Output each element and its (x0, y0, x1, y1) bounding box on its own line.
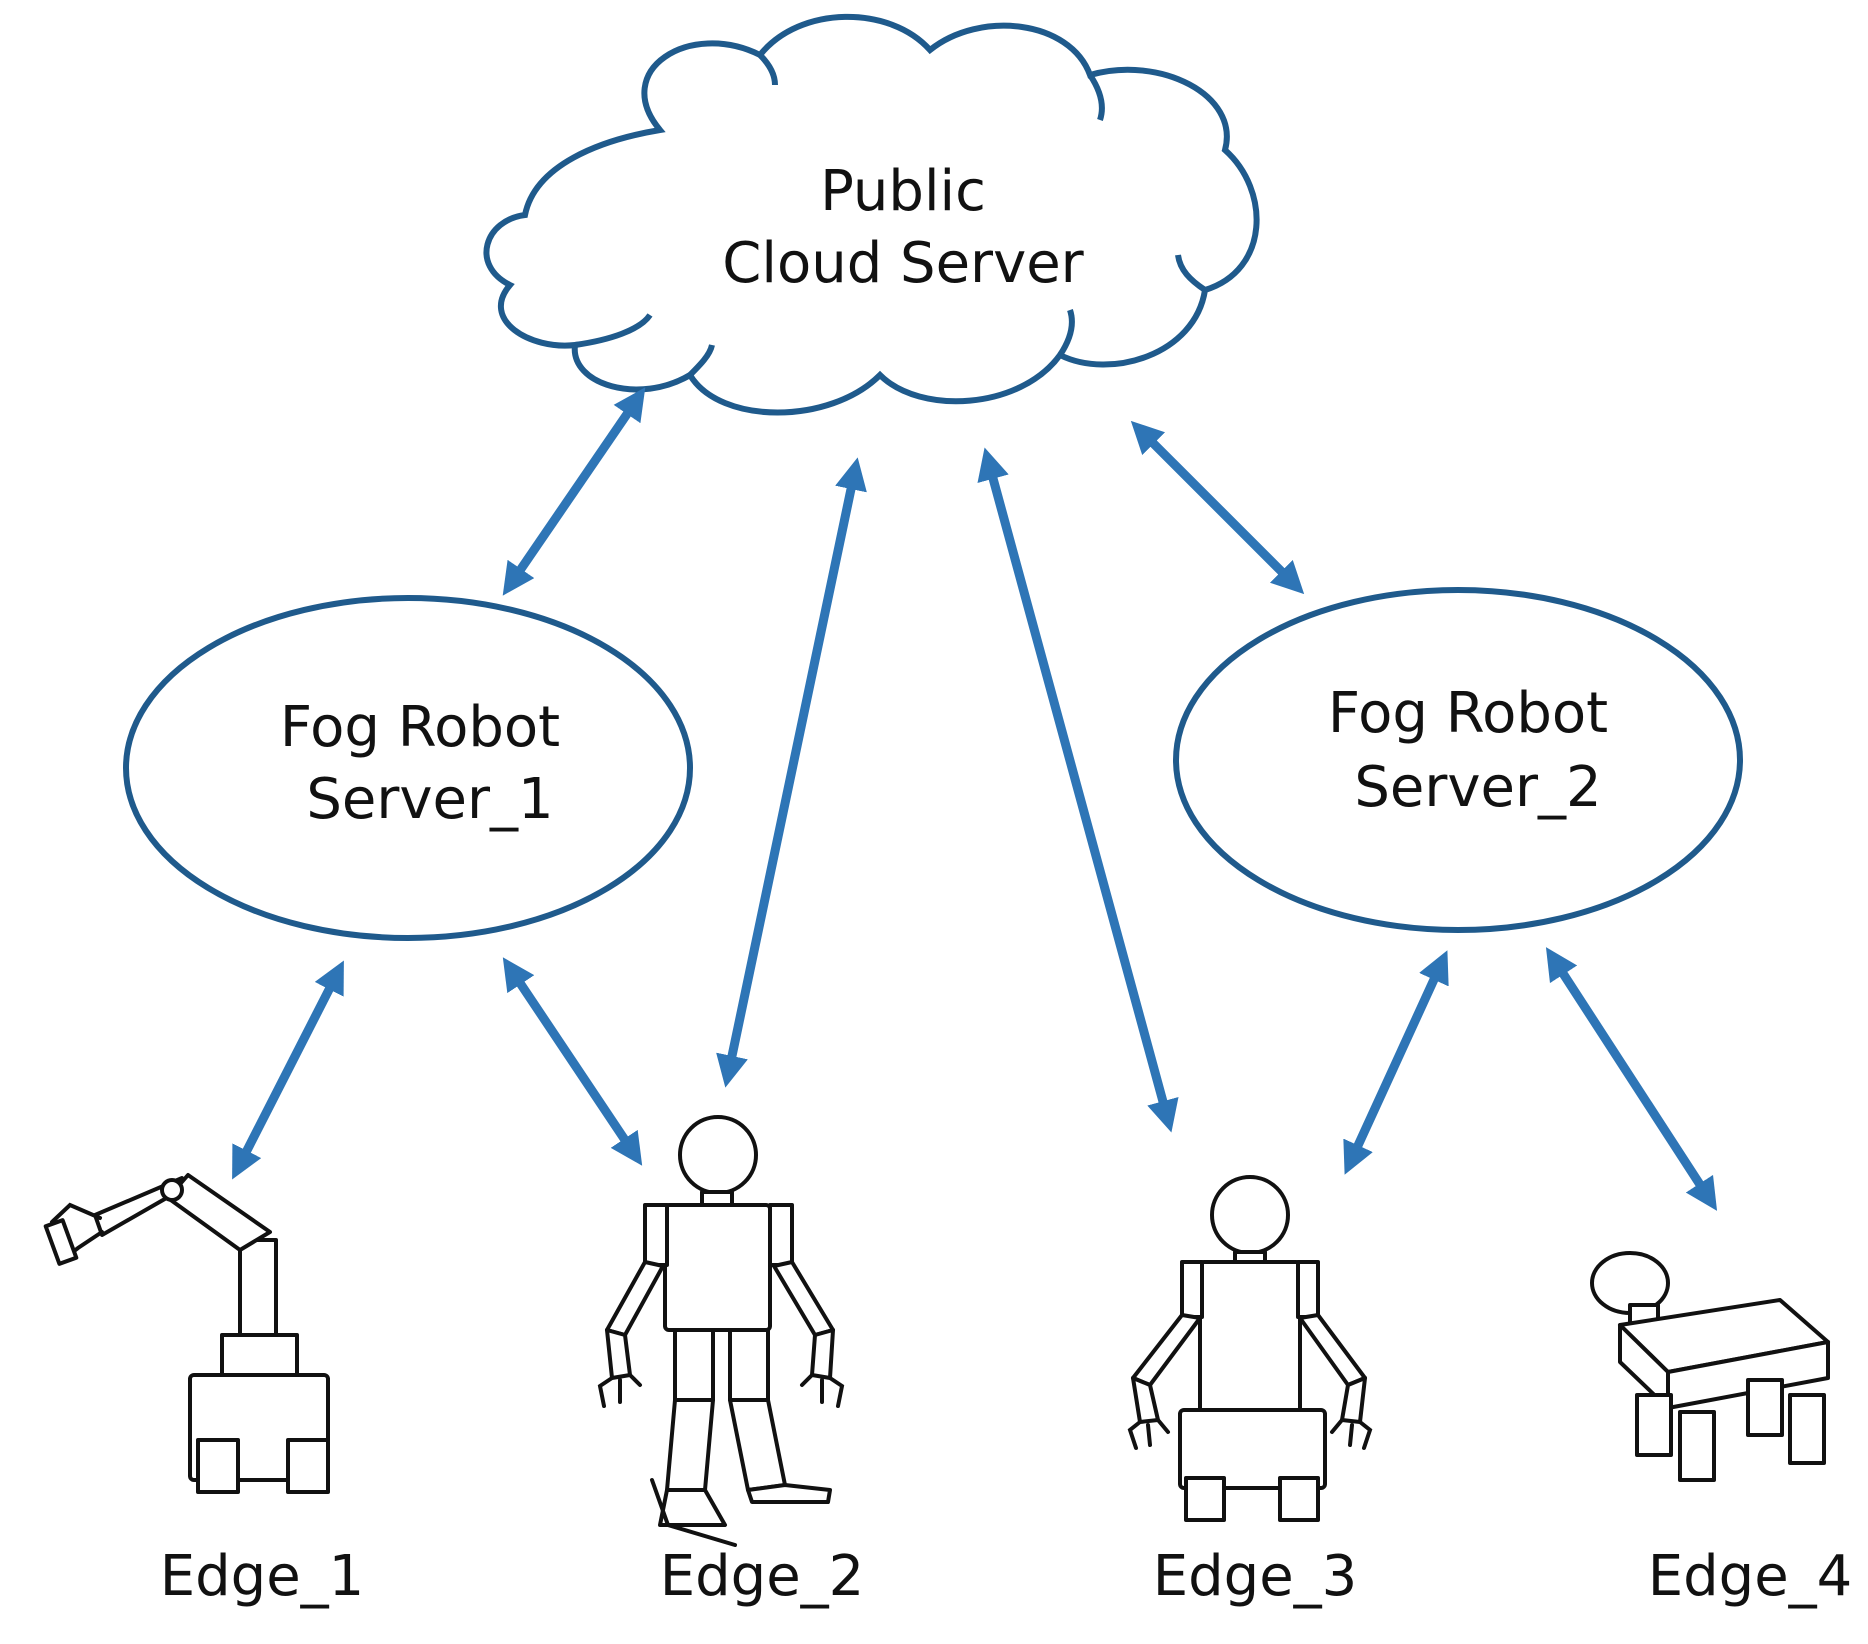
fog-server-1-label-line2: Server_1 (306, 767, 553, 832)
arrow-cloud-edge2 (716, 457, 867, 1088)
cloud-label-line2: Cloud Server (722, 231, 1084, 296)
connections (232, 387, 1718, 1211)
fog-robot-server-2: Fog Robot Server_2 (1173, 587, 1743, 933)
fog-server-1-label-line1: Fog Robot (280, 695, 560, 760)
arrow-fog2-edge4 (1545, 947, 1718, 1211)
edge-2-label: Edge_2 (660, 1544, 865, 1609)
cloud-shape (483, 13, 1260, 416)
fog-server-2-label-line2: Server_2 (1354, 755, 1601, 820)
wheeled-humanoid-robot-icon (1127, 1175, 1373, 1522)
humanoid-robot-icon (597, 1115, 845, 1547)
cloud-label-line1: Public (820, 159, 986, 224)
arrow-fog1-edge2 (502, 957, 643, 1166)
quadruped-robot-icon (1590, 1251, 1830, 1482)
fog-server-1-ellipse (123, 595, 693, 941)
arrow-cloud-fog2 (1130, 420, 1305, 595)
arrow-cloud-fog1 (502, 387, 646, 596)
edge-4-label: Edge_4 (1648, 1544, 1853, 1609)
robot-arm-icon (43, 1173, 330, 1494)
cloud-inner-curves (574, 52, 1207, 378)
fog-robot-server-1: Fog Robot Server_1 (123, 595, 693, 941)
edge-1-label: Edge_1 (160, 1544, 365, 1609)
arrow-cloud-edge3 (977, 447, 1179, 1133)
edge-3-label: Edge_3 (1153, 1544, 1358, 1609)
arrow-fog1-edge1 (232, 960, 344, 1180)
fog-server-2-label-line1: Fog Robot (1328, 681, 1608, 746)
public-cloud-server: Public Cloud Server (483, 13, 1260, 416)
arrow-fog2-edge3 (1343, 950, 1449, 1175)
